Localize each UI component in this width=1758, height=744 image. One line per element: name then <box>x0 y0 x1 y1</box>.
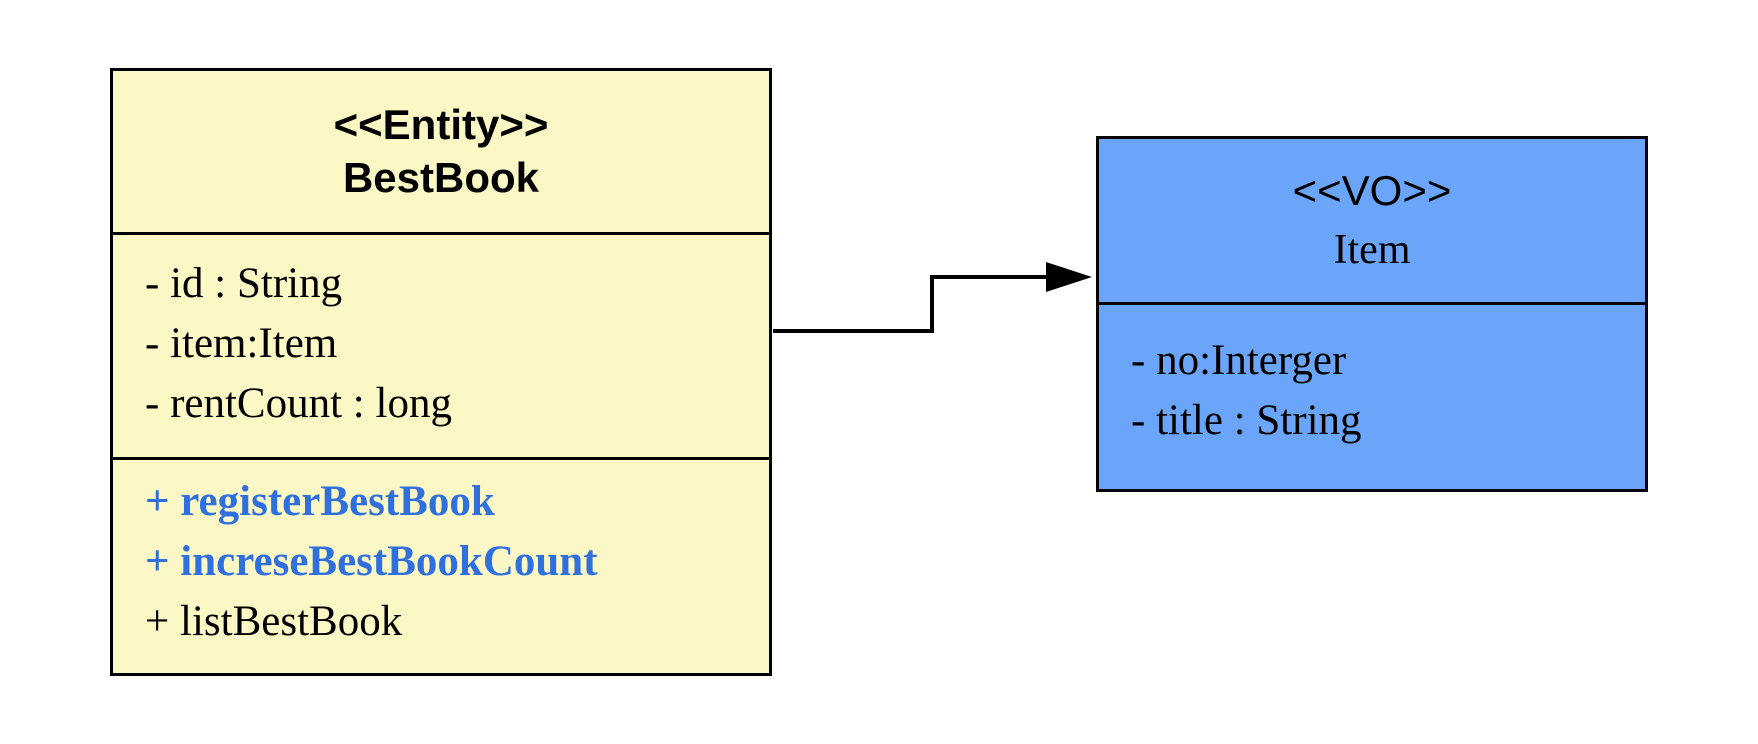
attribute-item: - rentCount : long <box>145 380 452 427</box>
item-vo-class: <<VO>> Item - no:Interger - title : Stri… <box>1096 136 1648 492</box>
entity-attributes: - id : String - item:Item - rentCount : … <box>113 235 769 457</box>
vo-class-name: Item <box>1333 226 1411 273</box>
method-increse-best-book-count: + increseBestBookCount <box>145 538 598 585</box>
vo-class-header: <<VO>> Item <box>1099 139 1645 305</box>
method-list-best-book: + listBestBook <box>145 598 403 645</box>
vo-attributes: - no:Interger - title : String <box>1099 305 1645 451</box>
attribute-item: - title : String <box>1131 397 1362 444</box>
entity-methods: + registerBestBook + increseBestBookCoun… <box>113 457 769 652</box>
arrowhead-icon <box>1046 262 1092 292</box>
attribute-item: - no:Interger <box>1131 337 1347 384</box>
attribute-item: - item:Item <box>145 320 338 367</box>
method-register-best-book: + registerBestBook <box>145 478 495 525</box>
bestbook-entity-class: <<Entity>> BestBook - id : String - item… <box>110 68 772 676</box>
association-line <box>773 275 1046 333</box>
entity-stereotype: <<Entity>> <box>333 101 549 148</box>
entity-class-name: BestBook <box>342 153 540 201</box>
entity-class-header: <<Entity>> BestBook <box>113 71 769 235</box>
attribute-item: - id : String <box>145 260 343 307</box>
vo-stereotype: <<VO>> <box>1292 167 1452 214</box>
